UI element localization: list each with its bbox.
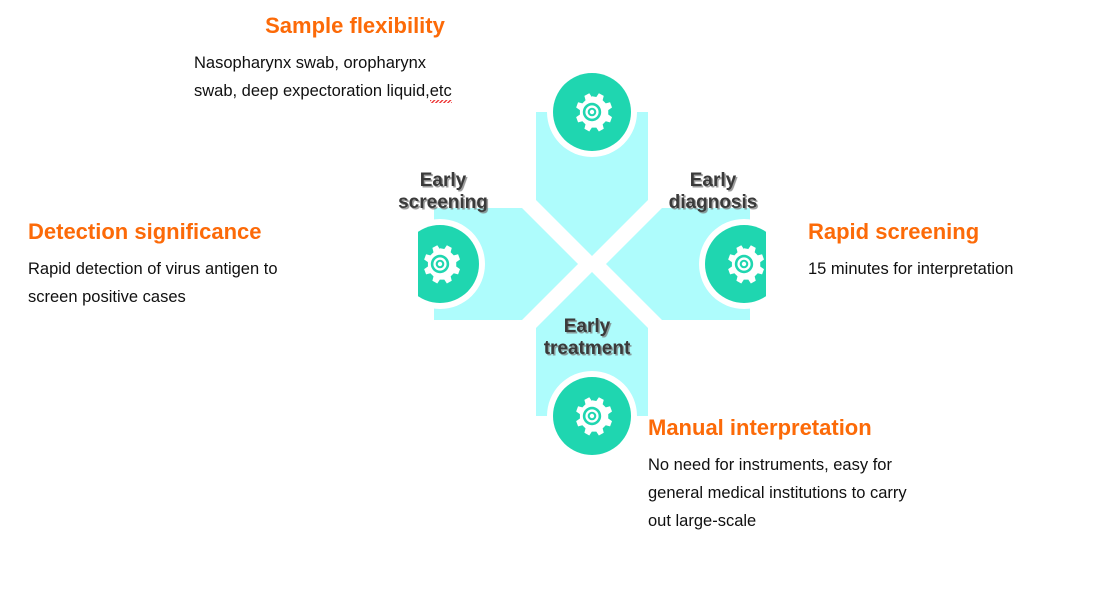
callout-rapid-screening: Rapid screening 15 minutes for interpret… <box>808 219 1108 283</box>
node-left <box>418 219 485 309</box>
arm-label-line: Early <box>689 170 737 191</box>
callout-line: swab, deep expectoration liquid,etc <box>194 77 664 105</box>
node-top <box>547 67 637 157</box>
callout-body-rapid-screening: 15 minutes for interpretation <box>808 255 1108 283</box>
callout-detection-significance: Detection significance Rapid detection o… <box>28 219 408 312</box>
callout-line: general medical institutions to carry <box>648 484 907 502</box>
petal-top <box>536 112 648 256</box>
arm-label-line: screening <box>398 192 488 214</box>
callout-headline-sample-flexibility: Sample flexibility <box>265 13 445 38</box>
callout-line-text: swab, deep expectoration liquid, <box>194 82 430 100</box>
petal-bottom <box>536 272 648 416</box>
node-group <box>418 67 766 461</box>
pinwheel-diagram <box>418 58 766 470</box>
callout-line: Rapid detection of virus antigen to <box>28 259 278 278</box>
callout-line: Nasopharynx swab, oropharynx <box>194 53 427 72</box>
callout-line: 15 minutes for interpretation <box>808 259 1014 278</box>
arm-label-line: Early <box>419 170 467 191</box>
arm-label-line: Early <box>563 316 611 337</box>
node-bottom <box>547 371 637 461</box>
node-right <box>699 219 766 309</box>
arm-label-early-screening: Early screening <box>378 170 508 214</box>
callout-line: screen positive cases <box>28 288 186 306</box>
arm-label-early-treatment: Early treatment <box>520 316 654 360</box>
callout-line: No need for instruments, easy for <box>648 455 892 474</box>
spellcheck-underlined-word: etc <box>429 82 452 100</box>
callout-manual-interpretation: Manual interpretation No need for instru… <box>648 415 1048 536</box>
callout-headline-rapid-screening: Rapid screening <box>808 219 980 244</box>
arm-label-line: treatment <box>543 338 631 360</box>
callout-body-detection-significance: Rapid detection of virus antigen to scre… <box>28 255 408 312</box>
callout-sample-flexibility: Sample flexibility Nasopharynx swab, oro… <box>194 13 664 106</box>
callout-body-manual-interpretation: No need for instruments, easy for genera… <box>648 451 1048 536</box>
arm-label-line: diagnosis <box>668 192 758 214</box>
arm-label-early-diagnosis: Early diagnosis <box>648 170 778 214</box>
callout-headline-manual-interpretation: Manual interpretation <box>648 415 872 440</box>
callout-line: out large-scale <box>648 512 757 531</box>
callout-body-sample-flexibility: Nasopharynx swab, oropharynx swab, deep … <box>194 49 664 106</box>
callout-headline-detection-significance: Detection significance <box>28 219 262 244</box>
